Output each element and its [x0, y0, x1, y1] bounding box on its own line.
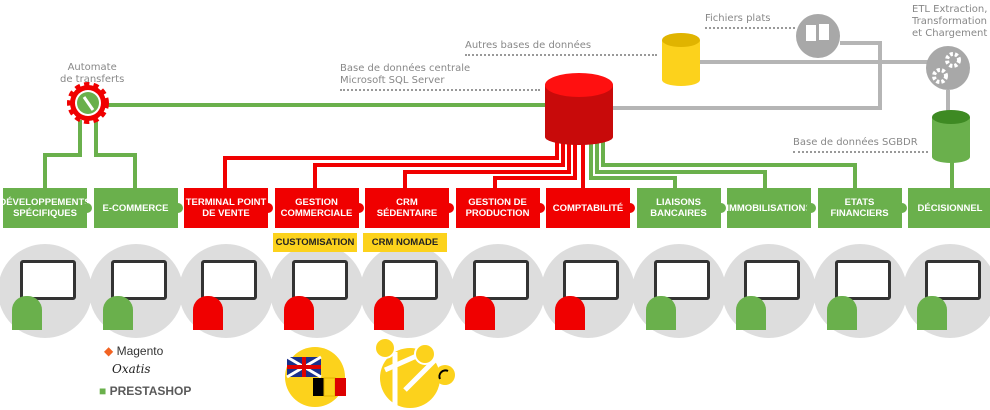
shopping-basket-icon [88, 244, 183, 338]
module-2[interactable]: E-COMMERCE [93, 188, 183, 228]
etl-gears-icon [926, 46, 970, 90]
module-7[interactable]: COMPTABILITÉ [546, 188, 635, 228]
central-database-icon [545, 73, 613, 145]
module-8[interactable]: LIAISONS BANCAIRES [636, 188, 726, 228]
module-10[interactable]: ETATS FINANCIERS [817, 188, 907, 228]
banknotes-icon [631, 244, 726, 338]
building-icon [722, 244, 816, 338]
other-db-label: Autres bases de données [465, 40, 657, 56]
module-1[interactable]: DÉVELOPPEMENTS SPÉCIFIQUES [0, 188, 92, 228]
module-9[interactable]: IMMOBILISATIONS [726, 188, 816, 228]
other-database-icon [662, 33, 700, 86]
flat-files-icon [796, 14, 840, 58]
customisation-badge[interactable]: CUSTOMISATION [273, 233, 357, 252]
module-6[interactable]: GESTION DE PRODUCTION [455, 188, 545, 228]
automate-gear-icon [67, 82, 109, 124]
languages-icon [285, 347, 346, 407]
cash-register-icon [179, 244, 273, 338]
magento-logo: ◆ Magento [104, 344, 164, 358]
mobile-phone-icon [360, 244, 454, 338]
module-5[interactable]: CRM SÉDENTAIRE [365, 188, 454, 228]
dashboard-chart-icon [903, 244, 990, 338]
module-11[interactable]: DÉCISIONNEL [908, 188, 990, 228]
shopping-cart-icon [269, 244, 364, 338]
module-3[interactable]: TERMINAL POINT DE VENTE [184, 188, 273, 228]
warehouse-icon [0, 244, 92, 338]
euro-report-icon [812, 244, 907, 338]
sgbdr-database-icon [932, 110, 970, 163]
sgbdr-label: Base de données SGBDR [793, 137, 928, 153]
oxatis-logo: Oxatis [112, 362, 151, 376]
scales-icon [541, 244, 635, 338]
robot-arm-icon [450, 244, 545, 338]
module-4[interactable]: GESTION COMMERCIALE [274, 188, 364, 228]
flat-files-label: Fichiers plats [705, 13, 795, 29]
prestashop-logo: ■ PRESTASHOP [99, 384, 192, 398]
mobility-map-icon [374, 337, 455, 408]
crm-nomade-badge[interactable]: CRM NOMADE [363, 233, 447, 252]
